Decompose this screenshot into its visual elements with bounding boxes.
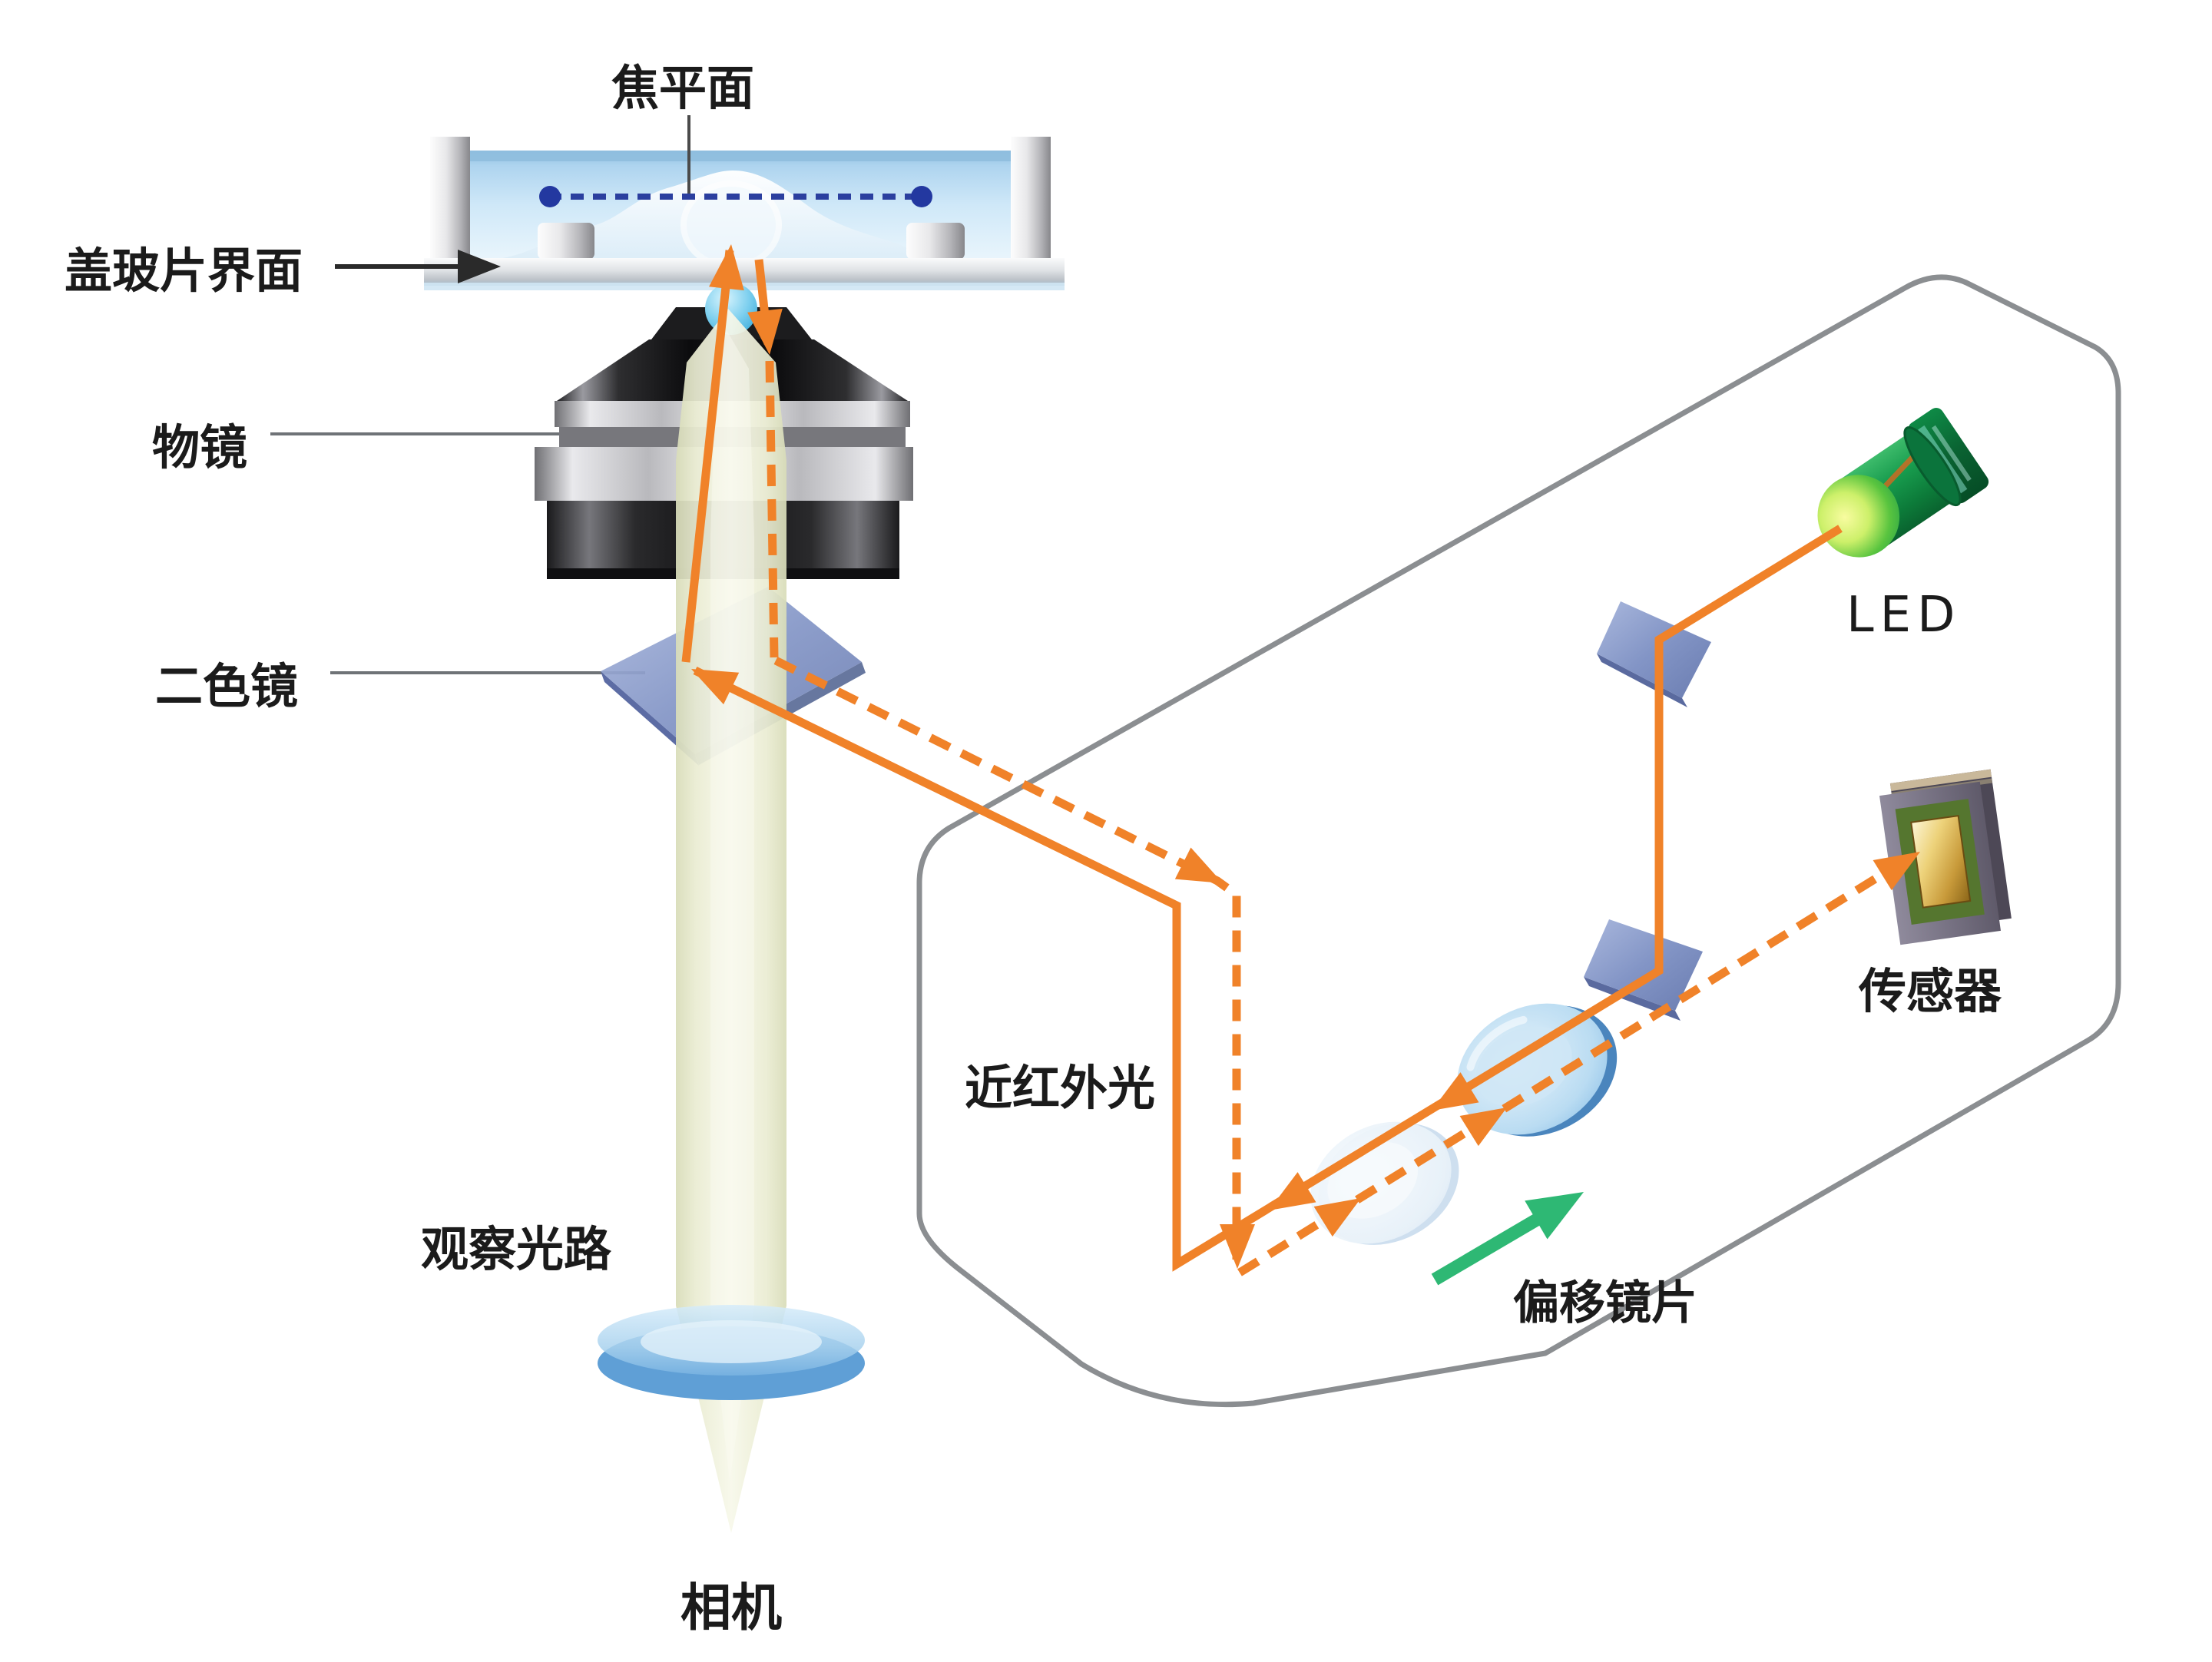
label-offset-lens: 偏移镜片 xyxy=(1513,1276,1697,1330)
camera-lens-disc xyxy=(598,1305,865,1400)
label-dichroic-mirror: 二色镜 xyxy=(155,658,299,714)
coverslip-glass xyxy=(424,258,1065,286)
nir-outgoing-line xyxy=(693,525,1843,1272)
dish-wall-right xyxy=(1011,137,1051,260)
label-coverslip-interface: 盖玻片界面 xyxy=(65,243,303,299)
nir-return-down-dashed xyxy=(765,360,779,658)
offset-lens-shifted-ghost xyxy=(1310,1121,1459,1245)
observation-beam xyxy=(676,309,786,1533)
label-objective: 物镜 xyxy=(152,419,248,475)
coverslip-arrow xyxy=(335,250,501,283)
autofocus-module-enclosure xyxy=(916,274,2121,1408)
label-sensor: 传感器 xyxy=(1859,963,2002,1019)
label-focal-plane: 焦平面 xyxy=(611,60,755,116)
offset-lens xyxy=(1457,1003,1618,1137)
label-camera: 相机 xyxy=(680,1578,782,1637)
dish-shelf-right xyxy=(906,223,965,260)
label-observation-path: 观察光路 xyxy=(421,1221,612,1277)
offset-direction-arrow xyxy=(1431,1172,1595,1286)
dish-shelf-left xyxy=(538,223,594,260)
liquid-surface xyxy=(470,151,1011,161)
label-led: LED xyxy=(1846,587,1962,644)
focal-plane-dot-right xyxy=(911,186,932,207)
dish-wall-left xyxy=(430,137,470,260)
nir-light-path xyxy=(681,250,1916,1276)
nir-return-fold-dashed xyxy=(773,657,1241,1260)
image-sensor xyxy=(1879,769,2012,945)
coverslip-arrowhead-icon xyxy=(458,250,501,283)
specimen-dish xyxy=(424,137,1065,290)
led-emitter xyxy=(1817,408,1989,558)
fold-mirror-1 xyxy=(1597,601,1711,707)
nir-return-to-sensor-dashed xyxy=(1237,851,1916,1276)
focal-plane-dot-left xyxy=(539,186,561,207)
label-nir-light: 近红外光 xyxy=(965,1060,1156,1116)
nir-up-line xyxy=(681,250,734,663)
